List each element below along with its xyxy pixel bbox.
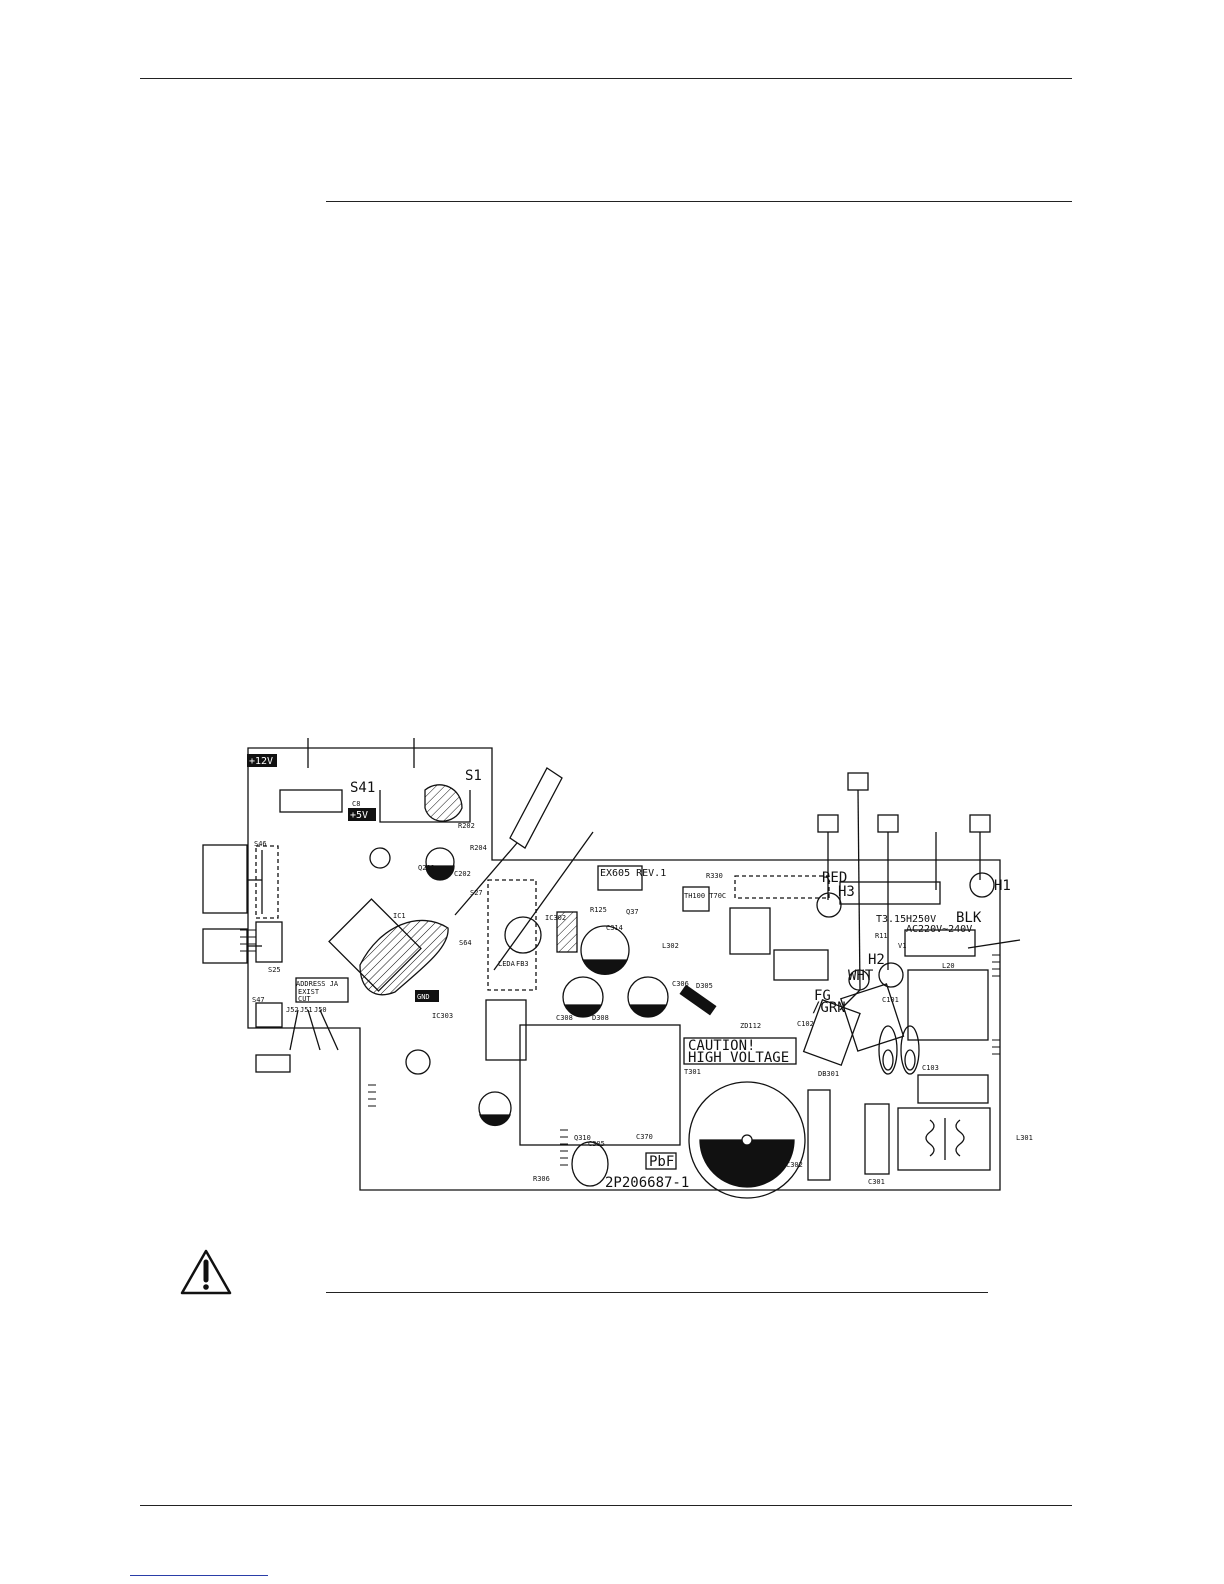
label-fuse-rating: H250V <box>906 914 936 925</box>
callout-box-left-1 <box>202 844 248 914</box>
label-board-code: EX605 REV.1 <box>600 868 666 879</box>
label-h2: H2 <box>868 952 885 968</box>
label-gnd: GND <box>417 993 430 1001</box>
label-red: RED <box>822 870 847 886</box>
label-r330: R330 <box>706 872 723 880</box>
label-j50: J50 <box>314 1006 327 1014</box>
label-l301: L301 <box>1016 1134 1033 1142</box>
label-c101: C101 <box>882 996 899 1004</box>
label-caution: CAUTION! <box>688 1038 755 1054</box>
label-12v: +12V <box>249 756 273 767</box>
label-r204: R204 <box>470 844 487 852</box>
label-zd112: ZD112 <box>740 1022 761 1030</box>
label-th100: TH100 T70C <box>684 892 726 900</box>
callout-box-top-3 <box>877 814 899 833</box>
label-c308: C308 <box>556 1014 573 1022</box>
pcb-outline <box>247 747 1001 1191</box>
label-v1: V1 <box>898 942 906 950</box>
label-c370: C370 <box>636 1133 653 1141</box>
label-fb3: FB3 <box>516 960 529 968</box>
label-d305: D305 <box>696 982 713 990</box>
label-r202: R202 <box>458 822 475 830</box>
callout-box-bottom <box>255 1054 291 1073</box>
label-s25: S25 <box>268 966 281 974</box>
label-r306: R306 <box>533 1175 550 1183</box>
label-s27: S27 <box>470 889 483 897</box>
label-cut: CUT <box>298 995 311 1003</box>
label-s47: S47 <box>252 996 265 1004</box>
footer-rule <box>140 1505 1072 1506</box>
title-underline <box>326 201 1072 202</box>
label-part-number: 2P206687-1 <box>605 1175 689 1191</box>
label-grn: /GRN <box>812 1000 846 1016</box>
label-c305: C305 <box>588 1140 605 1148</box>
label-q310: Q310 <box>574 1134 591 1142</box>
label-q37: Q37 <box>626 908 639 916</box>
label-s46: S46 <box>254 840 267 848</box>
caution-underline <box>326 1292 988 1293</box>
label-c103: C103 <box>922 1064 939 1072</box>
label-s1: S1 <box>465 768 482 784</box>
footer-link[interactable] <box>130 1575 268 1576</box>
label-c202: C202 <box>454 870 471 878</box>
label-c314: C314 <box>606 924 623 932</box>
label-ic303: IC303 <box>432 1012 453 1020</box>
label-c302: C302 <box>786 1161 803 1169</box>
label-r125: R125 <box>590 906 607 914</box>
label-ac-rating: AC220V~240V <box>906 924 972 935</box>
callout-box-top-1 <box>847 772 869 791</box>
label-q201: Q201 <box>418 864 435 872</box>
label-c8: C8 <box>352 800 360 808</box>
label-j51: J51 <box>300 1006 313 1014</box>
label-exist: EXIST <box>298 988 320 996</box>
label-blk: BLK <box>956 910 982 926</box>
label-5v: +5V <box>350 810 368 821</box>
warning-icon <box>180 1249 232 1295</box>
label-leda: LEDA <box>498 960 516 968</box>
label-wht: WHT <box>848 968 874 984</box>
header-rule <box>140 78 1072 79</box>
label-ic1: IC1 <box>393 912 406 920</box>
label-fg: FG <box>814 988 831 1004</box>
label-s41: S41 <box>350 780 375 796</box>
label-d308: D308 <box>592 1014 609 1022</box>
label-s64: S64 <box>459 939 472 947</box>
label-h1: H1 <box>994 878 1011 894</box>
label-c301: C301 <box>868 1178 885 1186</box>
label-l20: L20 <box>942 962 955 970</box>
label-t3: T3.15 <box>876 914 906 925</box>
label-j52: J52 <box>286 1006 299 1014</box>
callout-box-top-4 <box>969 814 991 833</box>
label-t301: T301 <box>684 1068 701 1076</box>
label-high-voltage: HIGH VOLTAGE <box>688 1050 789 1066</box>
label-ic302: IC302 <box>545 914 566 922</box>
callout-box-left-2 <box>202 928 248 964</box>
callout-box-top-2 <box>817 814 839 833</box>
label-l302: L302 <box>662 942 679 950</box>
label-db301: DB301 <box>818 1070 839 1078</box>
label-c306: C306 <box>672 980 689 988</box>
label-address: ADDRESS JA <box>296 980 339 988</box>
label-pbf: PbF <box>649 1154 674 1170</box>
label-h3: H3 <box>838 884 855 900</box>
label-c102: C102 <box>797 1020 814 1028</box>
label-r11: R11 <box>875 932 888 940</box>
